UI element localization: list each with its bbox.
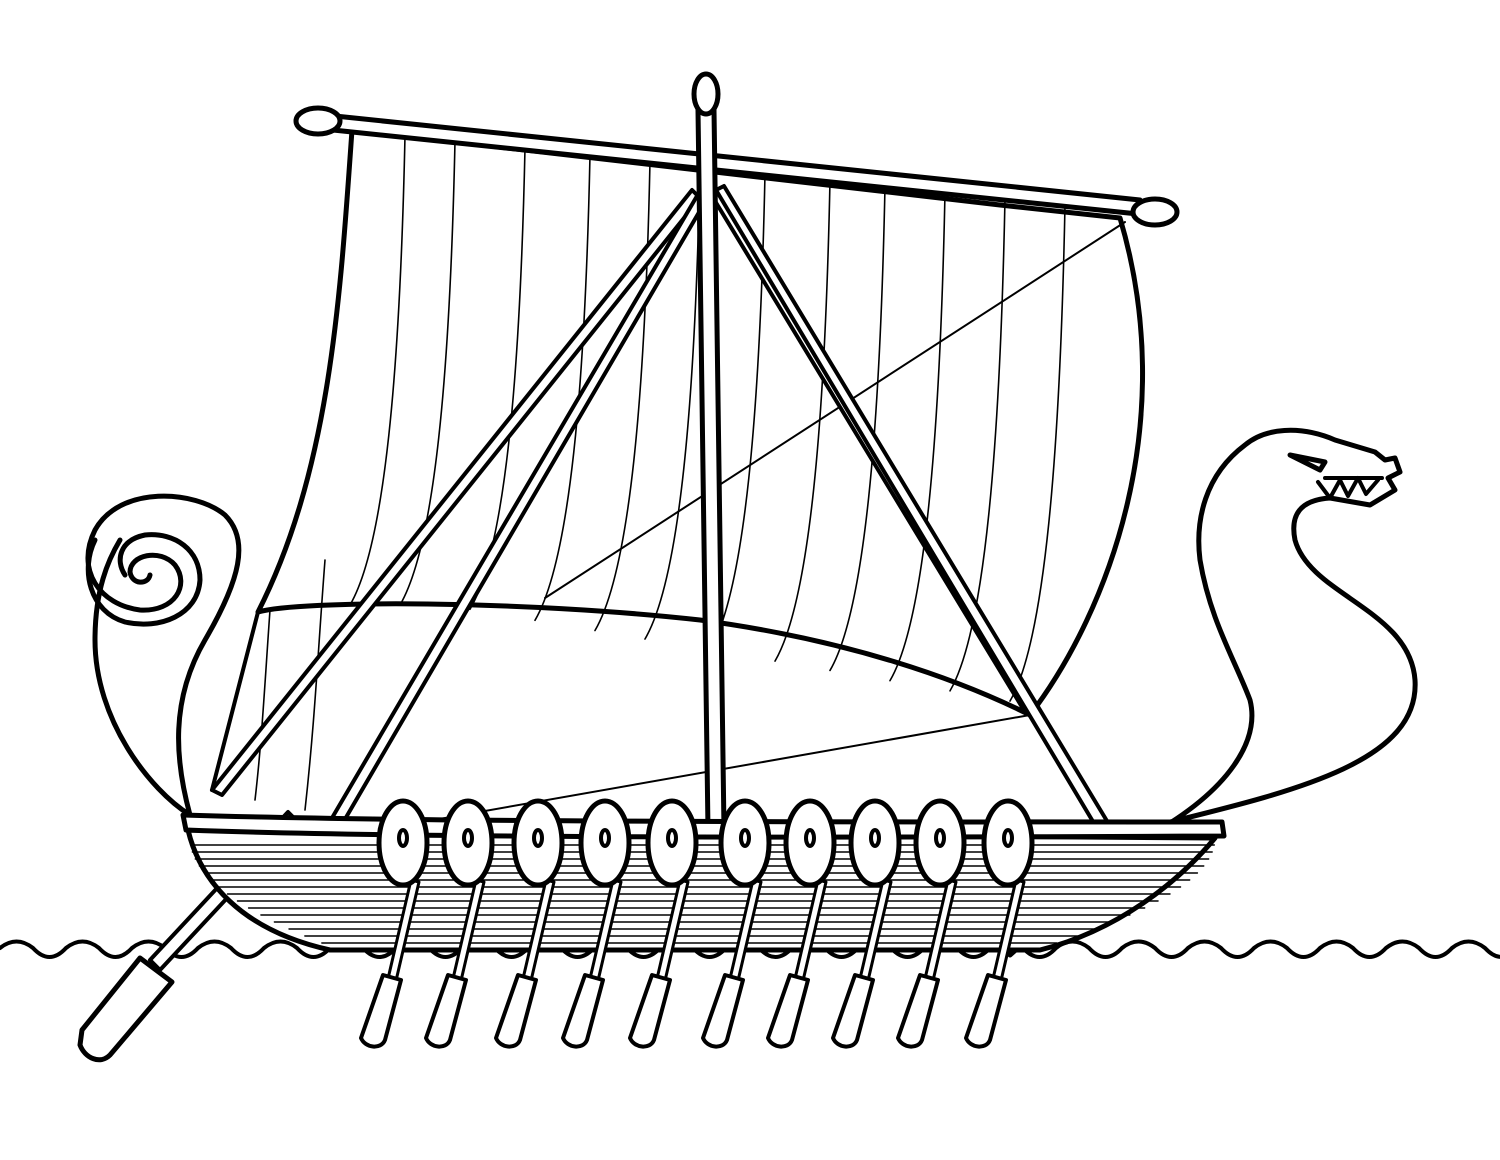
shield bbox=[718, 798, 772, 888]
shield bbox=[913, 798, 967, 888]
shield-boss bbox=[462, 828, 474, 848]
shield-boss bbox=[666, 828, 678, 848]
oar bbox=[766, 878, 828, 1049]
oar bbox=[561, 878, 623, 1049]
shield bbox=[441, 798, 495, 888]
shield-boss bbox=[599, 828, 611, 848]
shield-boss bbox=[934, 828, 946, 848]
yard-end-left bbox=[293, 105, 343, 137]
stern-spiral bbox=[85, 493, 242, 818]
sail-seam bbox=[1009, 204, 1066, 702]
steering-oar-blade bbox=[77, 955, 175, 1063]
shield-boss bbox=[869, 828, 881, 848]
shields bbox=[376, 798, 1035, 888]
shield bbox=[578, 798, 632, 888]
oar-blade bbox=[359, 973, 403, 1049]
oar bbox=[701, 878, 763, 1049]
shield-boss bbox=[397, 828, 409, 848]
sail-seam bbox=[829, 185, 886, 672]
sail-seam bbox=[254, 609, 271, 801]
oar-blade bbox=[424, 973, 468, 1049]
sail-seam bbox=[644, 165, 701, 640]
shield bbox=[783, 798, 837, 888]
sail-seam bbox=[349, 134, 406, 606]
sail-seam bbox=[304, 559, 326, 811]
oar-blade bbox=[561, 973, 605, 1049]
sail-lower-edge bbox=[210, 610, 260, 792]
oar-blade bbox=[701, 973, 745, 1049]
sail-seam bbox=[774, 179, 831, 662]
sail-seam bbox=[949, 197, 1006, 692]
mast-top bbox=[691, 71, 721, 117]
sail-diagonal-rope bbox=[544, 221, 1126, 599]
oar-blade bbox=[896, 973, 940, 1049]
oar-blade bbox=[766, 973, 810, 1049]
oar-blade bbox=[831, 973, 875, 1049]
oar-blade bbox=[628, 973, 672, 1049]
sail-seam bbox=[534, 154, 591, 622]
hull bbox=[185, 827, 1218, 953]
oars bbox=[359, 878, 1026, 1049]
hull-rail bbox=[180, 812, 1227, 840]
shield bbox=[511, 798, 565, 888]
shield bbox=[848, 798, 902, 888]
oar-blade bbox=[964, 973, 1008, 1049]
oar-blade bbox=[494, 973, 538, 1049]
sail-seam bbox=[399, 140, 456, 606]
hull-planks bbox=[189, 844, 1215, 944]
stern-spiral-outer bbox=[85, 532, 203, 627]
dragon-teeth bbox=[1316, 476, 1384, 500]
shield bbox=[645, 798, 699, 888]
shield-boss bbox=[532, 828, 544, 848]
oar bbox=[896, 878, 958, 1049]
shield-boss bbox=[739, 828, 751, 848]
shield-boss bbox=[1002, 828, 1014, 848]
yard-end-right bbox=[1130, 196, 1180, 228]
dragon-eye bbox=[1287, 452, 1328, 473]
oar bbox=[359, 878, 421, 1049]
dragon-prow bbox=[1007, 427, 1418, 958]
shield-boss bbox=[804, 828, 816, 848]
oar bbox=[628, 878, 690, 1049]
shield bbox=[376, 798, 430, 888]
sail-seam bbox=[889, 191, 946, 682]
shield bbox=[981, 798, 1035, 888]
